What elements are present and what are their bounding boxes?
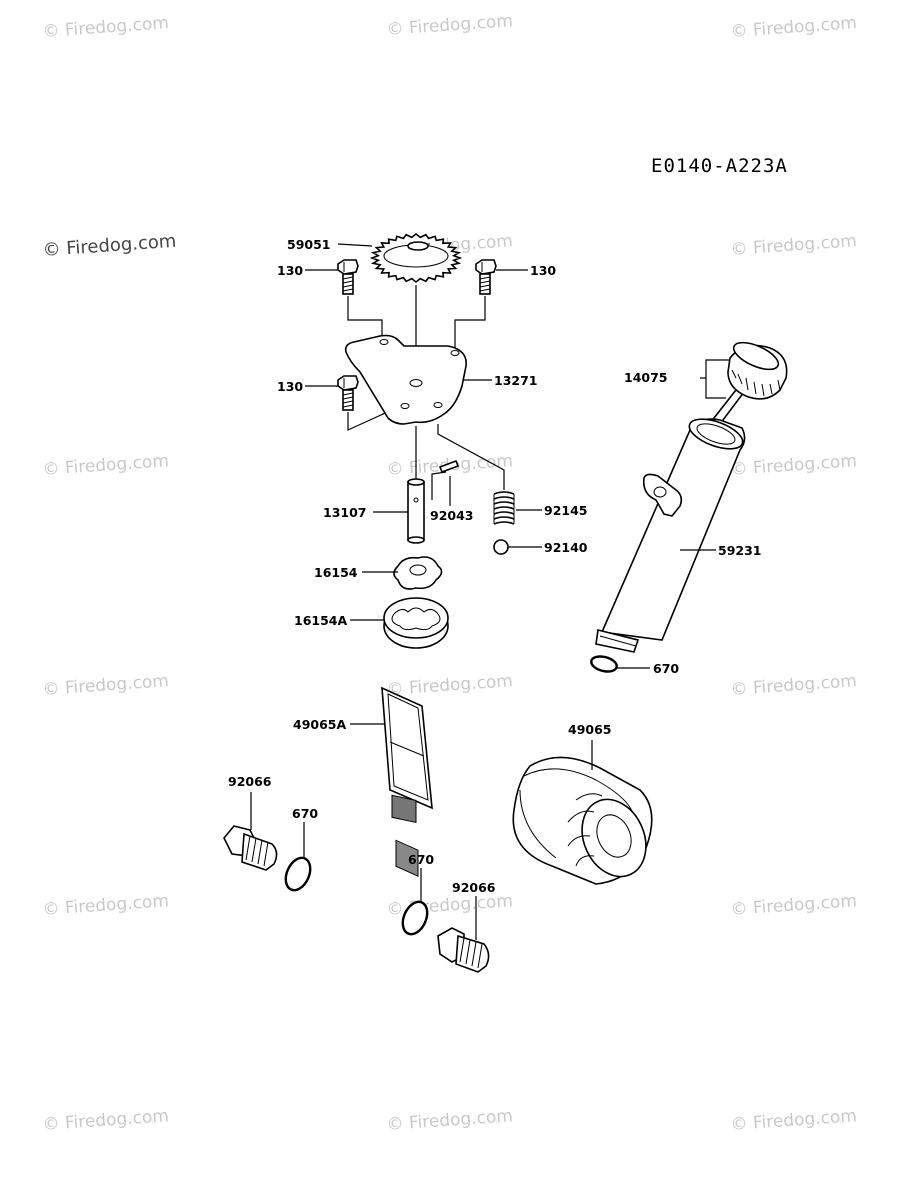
label-plug-left: 92066 [228,774,272,789]
label-plug-mid: 92066 [452,880,496,895]
label-spring: 92145 [544,503,588,518]
oil-screen[interactable] [381,686,433,877]
oring-left[interactable] [281,854,315,894]
spring-part[interactable] [493,491,515,528]
oil-filter[interactable] [512,756,657,886]
label-bolt-mid: 130 [277,379,303,394]
oil-filler-tube[interactable] [595,413,746,653]
label-shaft: 13107 [323,505,367,520]
outer-rotor[interactable] [383,597,449,649]
label-inner-rotor: 16154 [314,565,358,580]
label-ball: 92140 [544,540,588,555]
pump-cover-plate[interactable] [344,334,467,425]
pump-shaft[interactable] [407,478,425,544]
bolt-mid[interactable] [337,375,359,411]
label-oring-tube: 670 [653,661,679,676]
bolt-right[interactable] [475,259,497,295]
oring-mid[interactable] [398,898,432,938]
drain-plug-left[interactable] [223,825,278,871]
label-plate: 13271 [494,373,538,388]
label-gear: 59051 [287,237,331,252]
label-filler-tube: 59231 [718,543,762,558]
label-pin: 92043 [430,508,474,523]
label-outer-rotor: 16154A [294,613,347,628]
label-filter: 49065 [568,722,612,737]
label-oring-left: 670 [292,806,318,821]
label-oring-mid: 670 [408,852,434,867]
label-screen: 49065A [293,717,346,732]
label-bolt-right: 130 [530,263,556,278]
ball-part[interactable] [493,539,509,555]
pin-part[interactable] [438,459,460,474]
drain-plug-mid[interactable] [437,927,490,973]
gear-part[interactable] [369,232,463,284]
inner-rotor[interactable] [393,556,443,590]
label-dipstick: 14075 [624,370,668,385]
bolt-left[interactable] [337,259,359,295]
diagram-code: E0140-A223A [651,155,788,177]
label-bolt-left: 130 [277,263,303,278]
oring-tube[interactable] [590,654,619,674]
